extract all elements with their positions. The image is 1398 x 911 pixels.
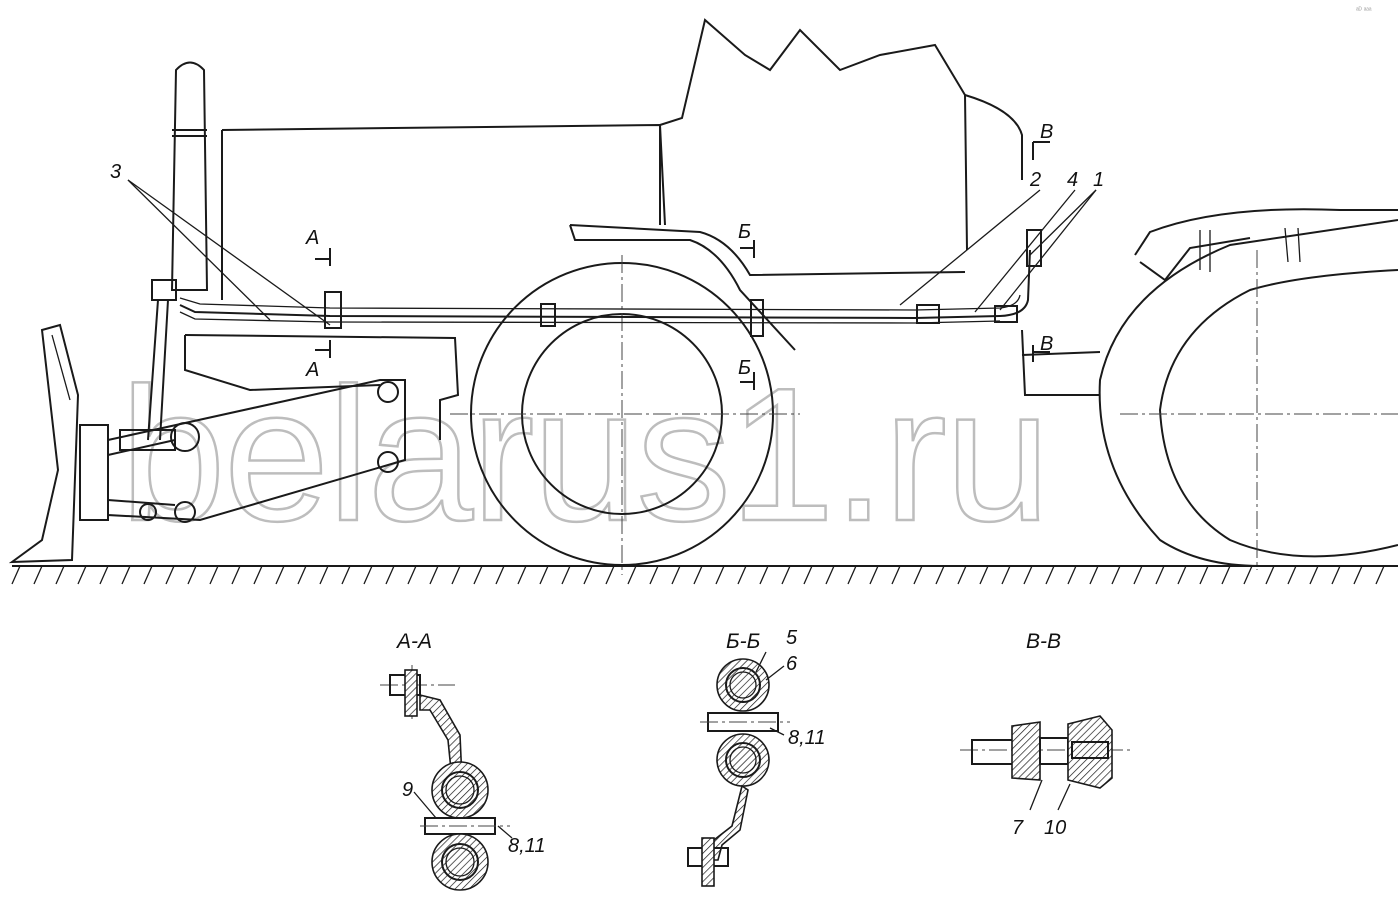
callout-2: 2: [1029, 169, 1041, 191]
section-mark-b-top: Б: [738, 221, 751, 243]
ground-line: [11, 565, 1398, 585]
section-aa-title: А-А: [395, 630, 432, 653]
section-bb-label-8-11: 8,11: [788, 727, 825, 749]
section-bb-view: [687, 651, 790, 887]
push-arm: [107, 379, 406, 523]
section-mark-v-bottom: В: [1040, 333, 1053, 355]
callout-leaders: [127, 179, 1097, 326]
corner-mark: ᵃᴰ ᵃᵃᵃ: [1356, 7, 1372, 14]
section-aa-label-8-11: 8,11: [508, 835, 545, 857]
watermark: belarus1.ru: [120, 349, 1049, 561]
tractor-frame: [184, 329, 1101, 440]
section-bb-label-6: 6: [786, 653, 798, 675]
section-vv-label-7: 7: [1012, 817, 1024, 839]
front-wheel: [450, 255, 800, 575]
section-aa-view: [380, 665, 513, 891]
section-mark-a: [315, 248, 331, 358]
section-mark-a-top: А: [305, 227, 319, 249]
dozer-blade: [8, 323, 109, 564]
hydraulic-cylinder: [147, 61, 209, 441]
callout-4: 4: [1067, 169, 1078, 191]
section-mark-b: [740, 240, 755, 390]
callout-3: 3: [110, 161, 121, 183]
section-mark-b-bottom: Б: [738, 357, 751, 379]
tractor-hood: [221, 18, 1023, 351]
callout-1: 1: [1093, 169, 1104, 191]
rear-wheel: [1098, 208, 1398, 570]
section-vv-title: В-В: [1026, 630, 1061, 653]
section-bb-label-5: 5: [786, 627, 798, 649]
section-vv-view: [960, 715, 1130, 811]
section-vv-label-10: 10: [1044, 817, 1066, 839]
section-mark-a-bottom: А: [305, 359, 319, 381]
section-aa-label-9: 9: [402, 779, 413, 801]
section-mark-v-top: В: [1040, 121, 1053, 143]
section-mark-v: [1032, 141, 1050, 362]
section-bb-title: Б-Б: [726, 630, 760, 653]
